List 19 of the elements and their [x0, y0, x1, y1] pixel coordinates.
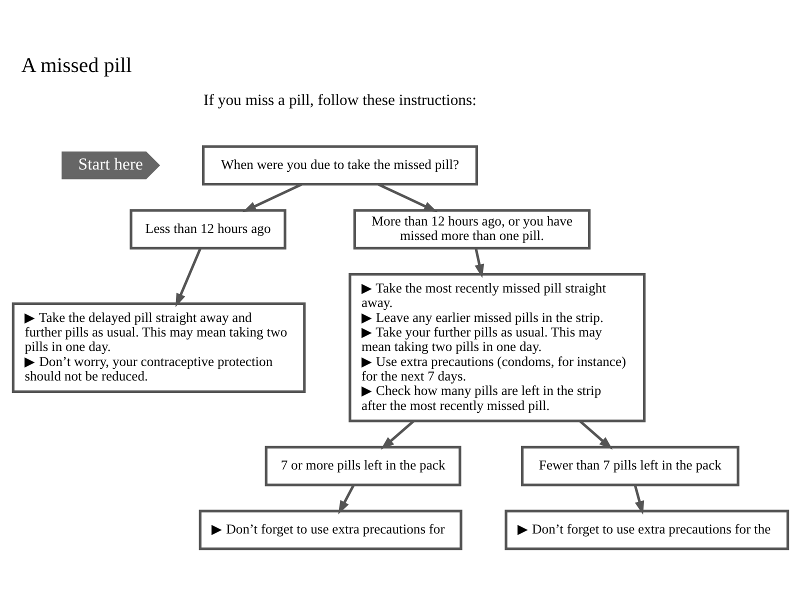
node-box: ▶ Don’t forget to use extra precautions for [198, 510, 462, 550]
arrow [377, 183, 437, 212]
node-box: Fewer than 7 pills left in the pack [520, 446, 739, 486]
arrow [474, 248, 484, 278]
node-box: More than 12 hours ago, or you have missed more than one pill. [352, 209, 590, 250]
node-box: 7 or more pills left in the pack [264, 446, 461, 486]
node-box: ▶ Take the delayed pill straight away and further pills as usual. This may mean taking two pills in one day. ▶ Don’t worry, your contraceptive protection should not be reduced. [11, 302, 306, 393]
arrow [175, 248, 202, 308]
arrow [338, 484, 354, 514]
arrow [380, 420, 414, 450]
diagram-title: A missed pill [20, 53, 132, 78]
node-box: Less than 12 hours ago [129, 209, 286, 250]
label: If you miss a pill, follow these instructions: [202, 92, 476, 110]
arrow [578, 420, 612, 450]
arrow [633, 484, 644, 515]
node-box: ▶ Don’t forget to use extra precautions for the [504, 510, 789, 550]
node-box: ▶ Take the most recently missed pill straight away. ▶ Leave any earlier missed pills in the strip. ▶ Take your further pills as usual. This may mean taking two pills in one day. ▶ Use extra precautions (condoms, for instance) for the next 7 days. ▶ Check how many pills are left in the strip after the most recently missed pill. [348, 273, 646, 422]
arrow [242, 183, 302, 212]
node-box: When were you due to take the missed pill? [202, 145, 478, 186]
